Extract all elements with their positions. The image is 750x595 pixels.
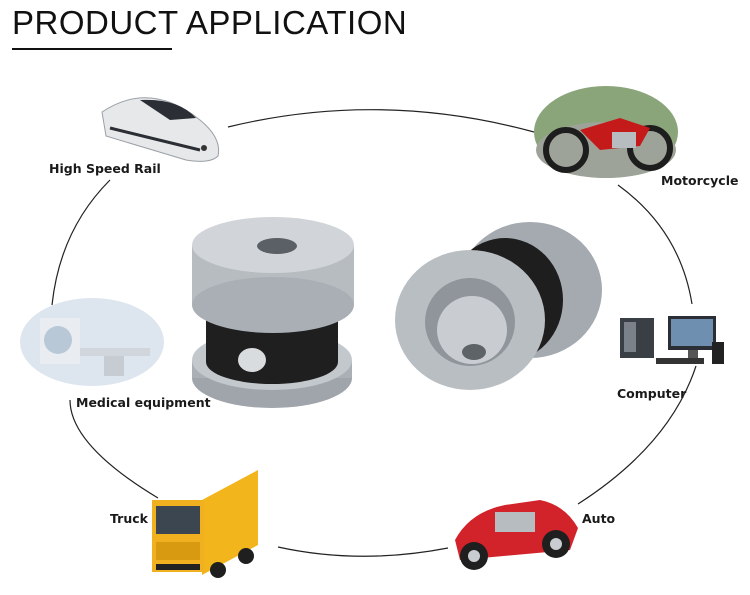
- title-underline: [12, 48, 172, 50]
- metal-nut-parts-icon: [192, 217, 602, 408]
- truck-icon: [152, 470, 258, 578]
- computer-icon: [620, 316, 724, 364]
- label-computer: Computer: [617, 386, 687, 401]
- label-motorcycle: Motorcycle: [661, 173, 739, 188]
- medical-scanner-icon: [20, 298, 164, 386]
- label-auto: Auto: [582, 511, 616, 526]
- label-high-speed-rail: High Speed Rail: [49, 161, 161, 176]
- label-truck: Truck: [110, 511, 148, 526]
- car-cutaway-icon: [455, 500, 578, 570]
- high-speed-train-icon: [101, 97, 220, 162]
- page-title: PRODUCT APPLICATION: [12, 4, 408, 41]
- motorcycle-icon: [534, 86, 678, 178]
- connector-arcs: [51, 109, 697, 557]
- label-medical-equipment: Medical equipment: [76, 395, 211, 410]
